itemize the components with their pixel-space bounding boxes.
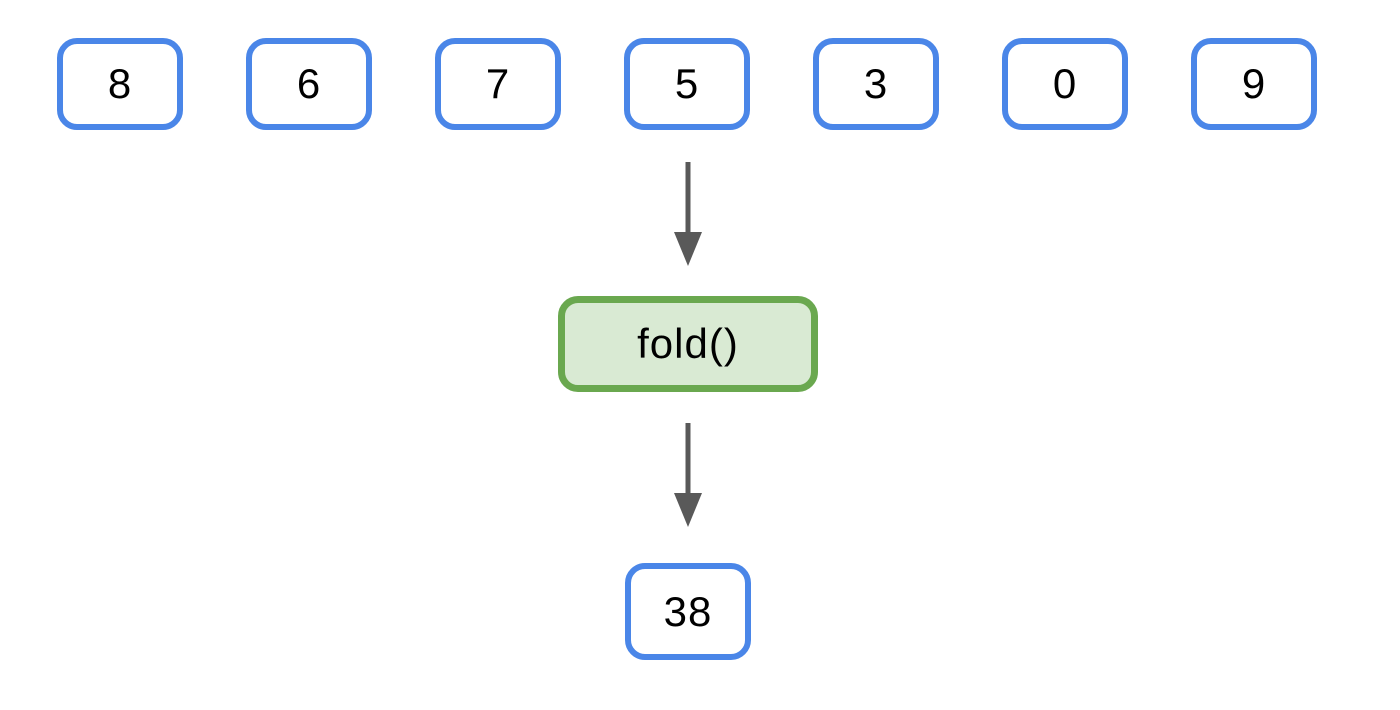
- input-box-0: 8: [57, 38, 183, 130]
- input-box-1: 6: [246, 38, 372, 130]
- input-box-5: 0: [1002, 38, 1128, 130]
- input-box-2: 7: [435, 38, 561, 130]
- input-box-6: 9: [1191, 38, 1317, 130]
- input-values-row: 8 6 7 5 3 0 9: [57, 38, 1317, 130]
- arrow-down-icon: [674, 423, 702, 527]
- arrow-down-icon: [674, 162, 702, 266]
- fold-operation-box: fold(): [558, 296, 818, 392]
- result-box: 38: [625, 563, 751, 660]
- input-box-3: 5: [624, 38, 750, 130]
- input-box-4: 3: [813, 38, 939, 130]
